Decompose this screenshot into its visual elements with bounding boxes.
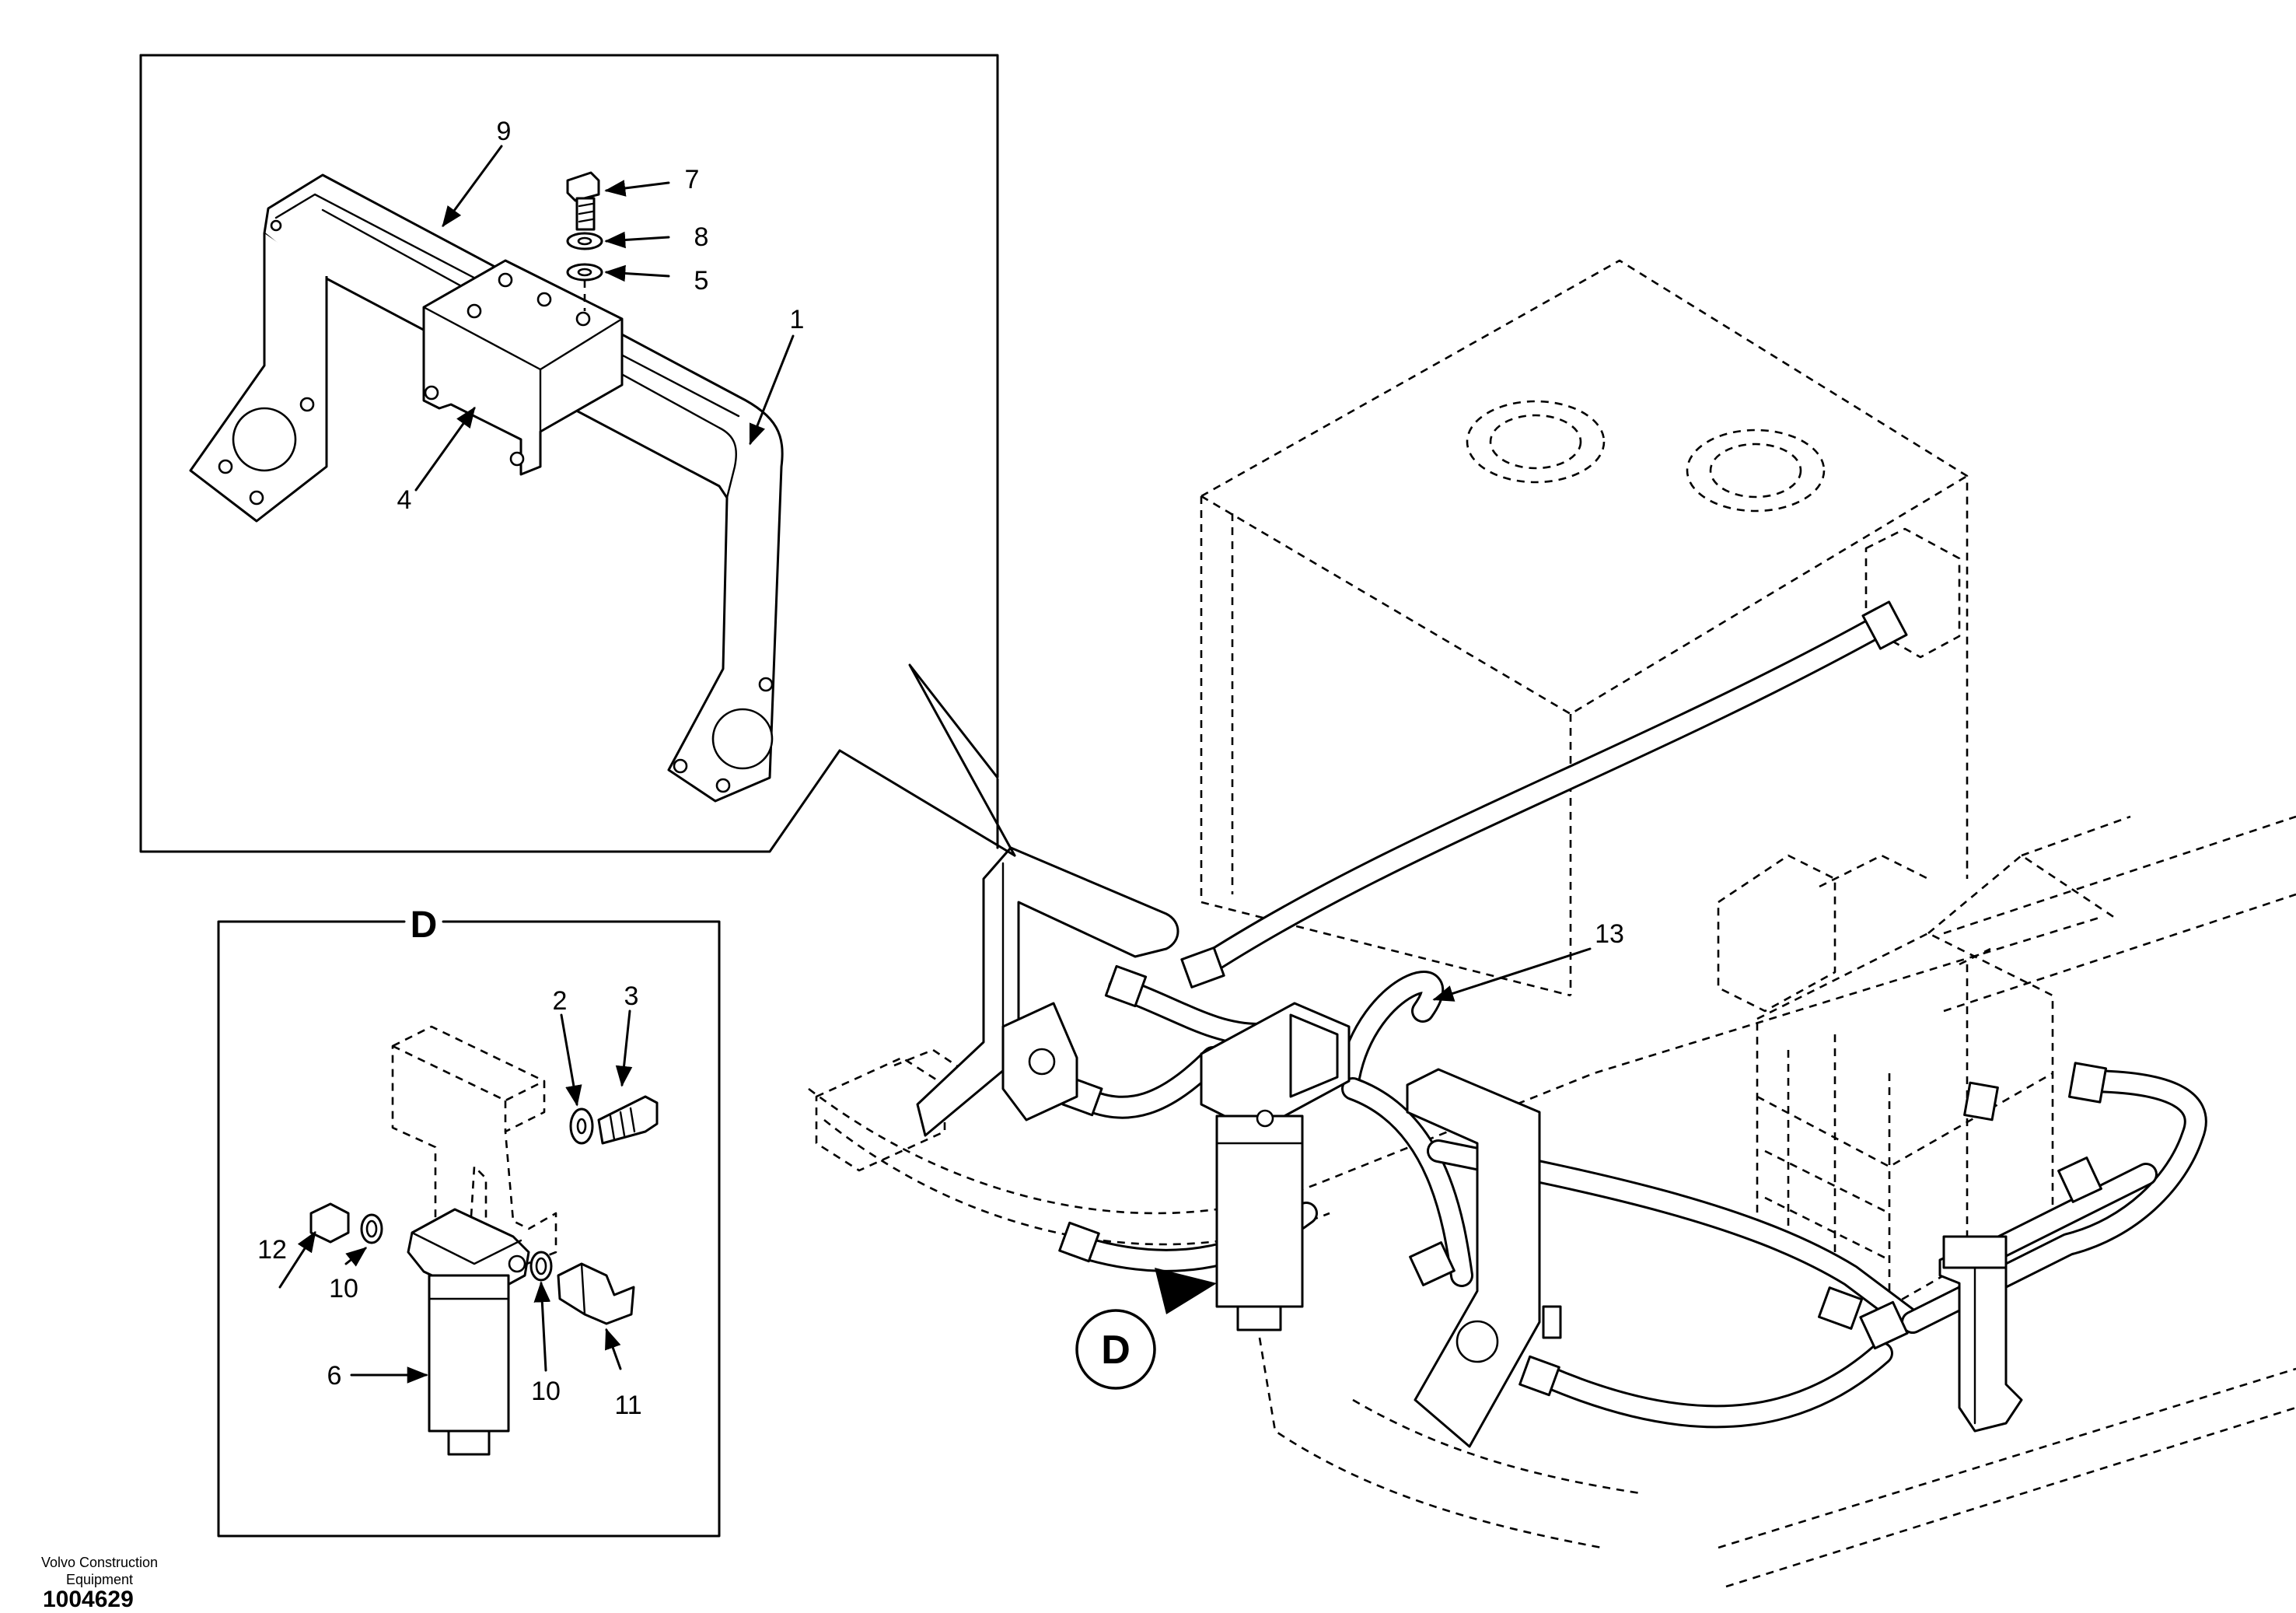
callout-8-label: 8	[694, 222, 709, 252]
callout-5-label: 5	[694, 266, 709, 296]
callout-3-label: 3	[624, 981, 639, 1011]
callout-11-label: 11	[614, 1391, 641, 1420]
detail-d-marker: D	[1075, 1268, 1217, 1390]
callout-7-label: 7	[685, 165, 700, 194]
exploded-bracket	[189, 171, 784, 803]
detail-d-callouts: 2 3 12 10 10 11 6	[257, 981, 642, 1420]
footer-company: Volvo Construction Equipment	[14, 1554, 185, 1588]
callout-10a-label: 10	[329, 1274, 358, 1303]
footer-company-line2: Equipment	[65, 1572, 134, 1587]
callout-12-label: 12	[257, 1235, 287, 1265]
bracket-detail-frame	[139, 54, 1016, 857]
drawing-number: 1004629	[43, 1587, 134, 1612]
bracket-detail-callouts: 9 7 8 5 1 4	[397, 117, 805, 515]
detail-d-parts	[309, 1025, 659, 1456]
detail-d-frame: D	[217, 904, 721, 1538]
detail-marker-label: D	[1101, 1328, 1131, 1373]
callout-4-label: 4	[397, 485, 412, 515]
detail-d-label: D	[411, 904, 438, 946]
callout-2-label: 2	[553, 986, 568, 1016]
callout-1-label: 1	[790, 305, 805, 334]
main-filter-assembly	[1200, 1002, 1351, 1331]
hose-fittings	[1058, 600, 2108, 1397]
main-bracket	[916, 846, 1562, 1448]
callout-13: 13	[1432, 919, 1624, 1002]
callout-13-label: 13	[1595, 919, 1624, 949]
callout-6-label: 6	[327, 1361, 342, 1391]
support-stand	[1938, 1235, 2023, 1433]
callout-10b-label: 10	[531, 1377, 561, 1406]
footer-company-line1: Volvo Construction	[40, 1555, 159, 1570]
callout-9-label: 9	[497, 117, 512, 146]
